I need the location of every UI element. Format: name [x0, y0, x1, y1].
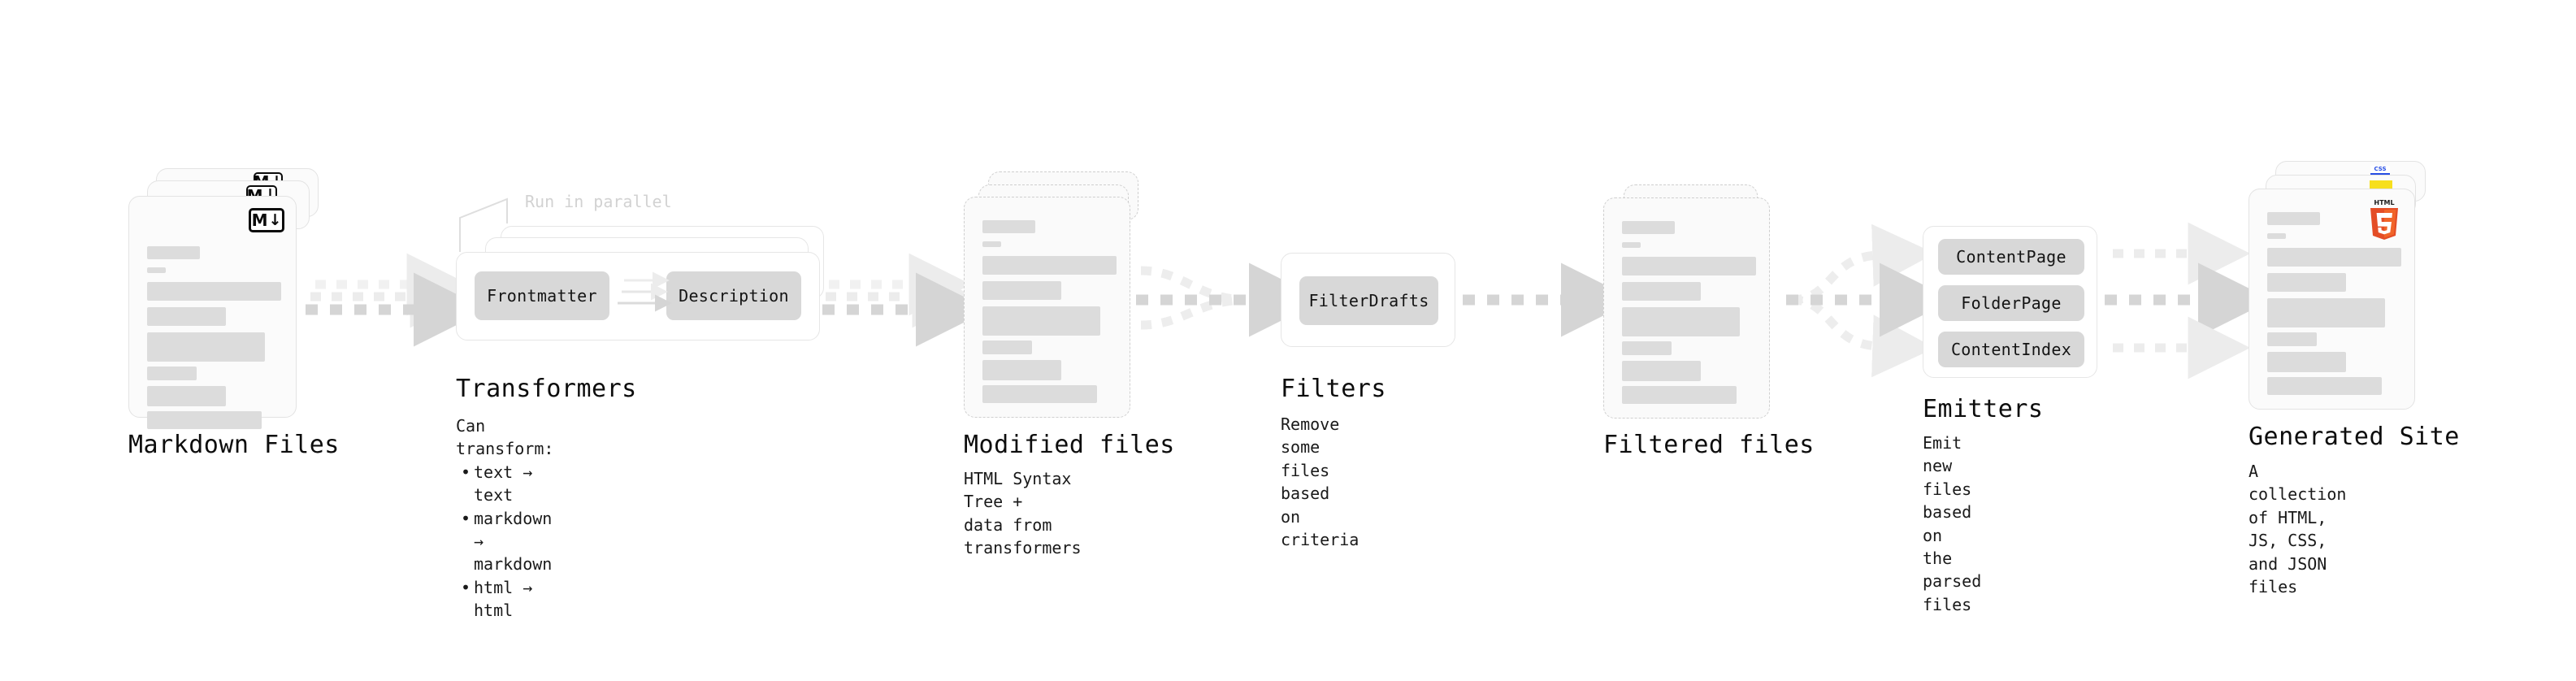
emitter-pill-contentindex[interactable]: ContentIndex	[1938, 332, 2084, 367]
arrow-transformers-to-modified	[822, 253, 990, 347]
transformer-inner-arrows	[618, 271, 672, 312]
transformers-bullet: text → text	[461, 461, 553, 507]
run-in-parallel-label: Run in parallel	[525, 192, 672, 211]
arrow-emitters-to-site	[2105, 222, 2272, 380]
modified-files-description: HTML Syntax Tree + data from transformer…	[964, 469, 1082, 558]
stage-title-filters: Filters	[1281, 375, 1386, 403]
stage-title-markdown-files: Markdown Files	[128, 431, 340, 459]
generated-site-description: A collection of HTML, JS, CSS, and JSON …	[2249, 462, 2347, 596]
arrow-markdown-to-transformers	[306, 253, 488, 347]
site-card-front: HTML	[2249, 189, 2415, 410]
transformers-subtitle-heading: Can transform:	[456, 416, 554, 459]
filters-panel: FilterDrafts	[1281, 253, 1455, 347]
markdown-icon: M↓	[249, 208, 284, 232]
stage-title-modified-files: Modified files	[964, 431, 1175, 459]
html5-icon: HTML	[2370, 199, 2398, 240]
filters-description: Remove some files based on criteria	[1281, 414, 1360, 549]
svg-text:HTML: HTML	[2374, 199, 2394, 206]
stage-title-filtered-files: Filtered files	[1603, 431, 1815, 459]
arrow-modified-to-filters	[1136, 262, 1323, 337]
stage-title-generated-site: Generated Site	[2249, 423, 2460, 451]
transformer-pill-frontmatter[interactable]: Frontmatter	[475, 271, 609, 320]
transformer-panel-front: Frontmatter Description	[456, 252, 820, 340]
arrow-filtered-to-emitters	[1786, 223, 1954, 378]
filter-pill-filterdrafts[interactable]: FilterDrafts	[1299, 276, 1438, 325]
transformers-bullet: html → html	[461, 576, 553, 622]
emitter-pill-contentpage[interactable]: ContentPage	[1938, 239, 2084, 275]
stage-title-emitters: Emitters	[1923, 395, 2044, 423]
stage-title-transformers: Transformers	[456, 375, 637, 403]
emitters-description: Emit new files based on the parsed files	[1923, 433, 1982, 614]
emitters-panel: ContentPage FolderPage ContentIndex	[1923, 226, 2097, 378]
transformers-bullet: markdown → markdown	[461, 507, 553, 576]
transformer-pill-description[interactable]: Description	[666, 271, 801, 320]
run-in-parallel-brace	[459, 197, 508, 252]
emitter-pill-folderpage[interactable]: FolderPage	[1938, 285, 2084, 321]
modified-card-front	[964, 197, 1130, 418]
transformers-description: Can transform: text → text markdown → ma…	[456, 414, 553, 622]
filtered-card-front	[1603, 197, 1770, 419]
markdown-card-front: M↓	[128, 196, 297, 429]
